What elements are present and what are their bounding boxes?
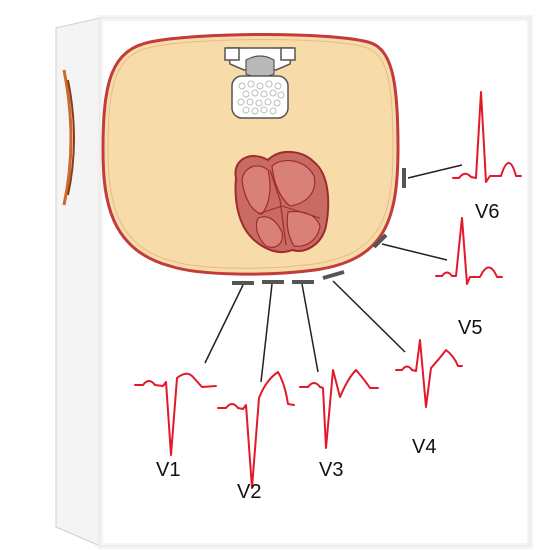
ecg-trace-v4 [395,339,463,408]
ecg-trace-v2 [217,371,295,489]
spinal-canal [245,55,275,78]
electrode-v5 [372,233,388,249]
lead-labels: V1 V2 V3 V4 V5 V6 [156,201,499,503]
lead-label-v5: V5 [458,317,482,339]
heart [234,151,330,254]
ecg-traces [134,91,522,489]
lead-wire-v1 [204,284,244,364]
electrodes [232,168,406,285]
lead-wire-v6 [407,164,463,179]
ecg-trace-v3 [299,369,379,449]
lead-wire-v5 [381,243,448,261]
vertebral-body [231,75,289,119]
ecg-trace-v1 [134,372,217,456]
lead-wire-v2 [260,283,273,383]
ecg-trace-v5 [435,217,503,285]
vertebra [224,47,296,119]
lead-label-v2: V2 [237,481,261,503]
lead-wires [204,164,463,383]
lead-label-v4: V4 [412,436,436,458]
lead-label-v3: V3 [319,459,343,481]
lead-label-v1: V1 [156,459,180,481]
lead-label-v6: V6 [475,201,499,223]
lead-wire-v4 [332,280,406,353]
lead-wire-v3 [301,283,319,373]
electrode-v4 [322,270,345,280]
ecg-trace-v6 [452,91,522,183]
